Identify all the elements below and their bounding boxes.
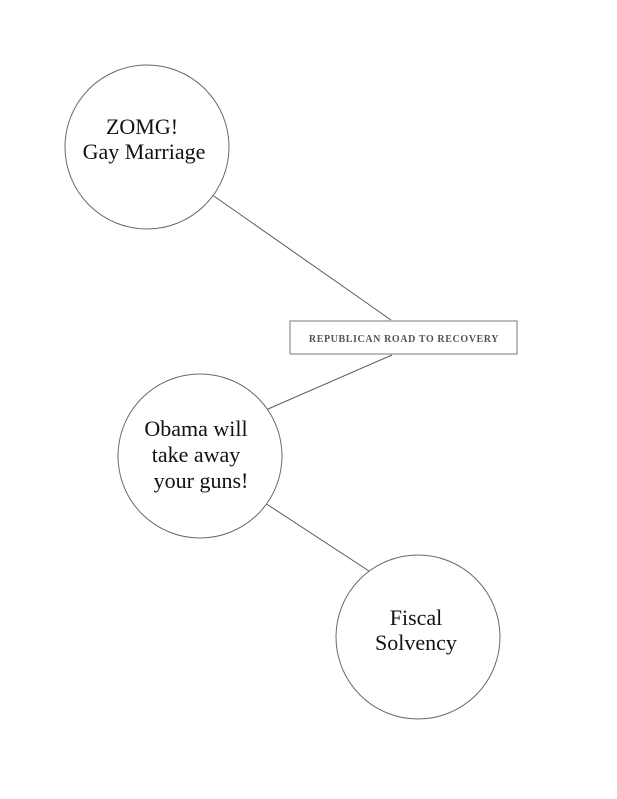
center-label: REPUBLICAN ROAD TO RECOVERY [289, 320, 518, 355]
node-text-line: your guns! [154, 468, 249, 493]
node-circle [117, 373, 283, 539]
node-text-line: ZOMG! [106, 114, 178, 139]
node-circle [335, 554, 501, 720]
node-fiscal: Fiscal Solvency [335, 554, 501, 720]
center-label-box [289, 320, 518, 355]
connector-guns-to-fiscal [264, 502, 373, 574]
node-gay-marriage: ZOMG! Gay Marriage [64, 64, 230, 230]
node-text-line: Obama will [144, 416, 247, 441]
connector-marriage-to-label [210, 193, 392, 321]
node-text-line: take away [152, 442, 241, 467]
node-guns: Obama will take away your guns! [117, 373, 283, 539]
node-text-line: Gay Marriage [83, 139, 206, 164]
node-text-line: Solvency [375, 630, 457, 655]
connector-label-to-guns [267, 354, 393, 410]
node-text-line: Fiscal [390, 605, 443, 630]
center-label-text: REPUBLICAN ROAD TO RECOVERY [309, 334, 499, 345]
node-circle [64, 64, 230, 230]
